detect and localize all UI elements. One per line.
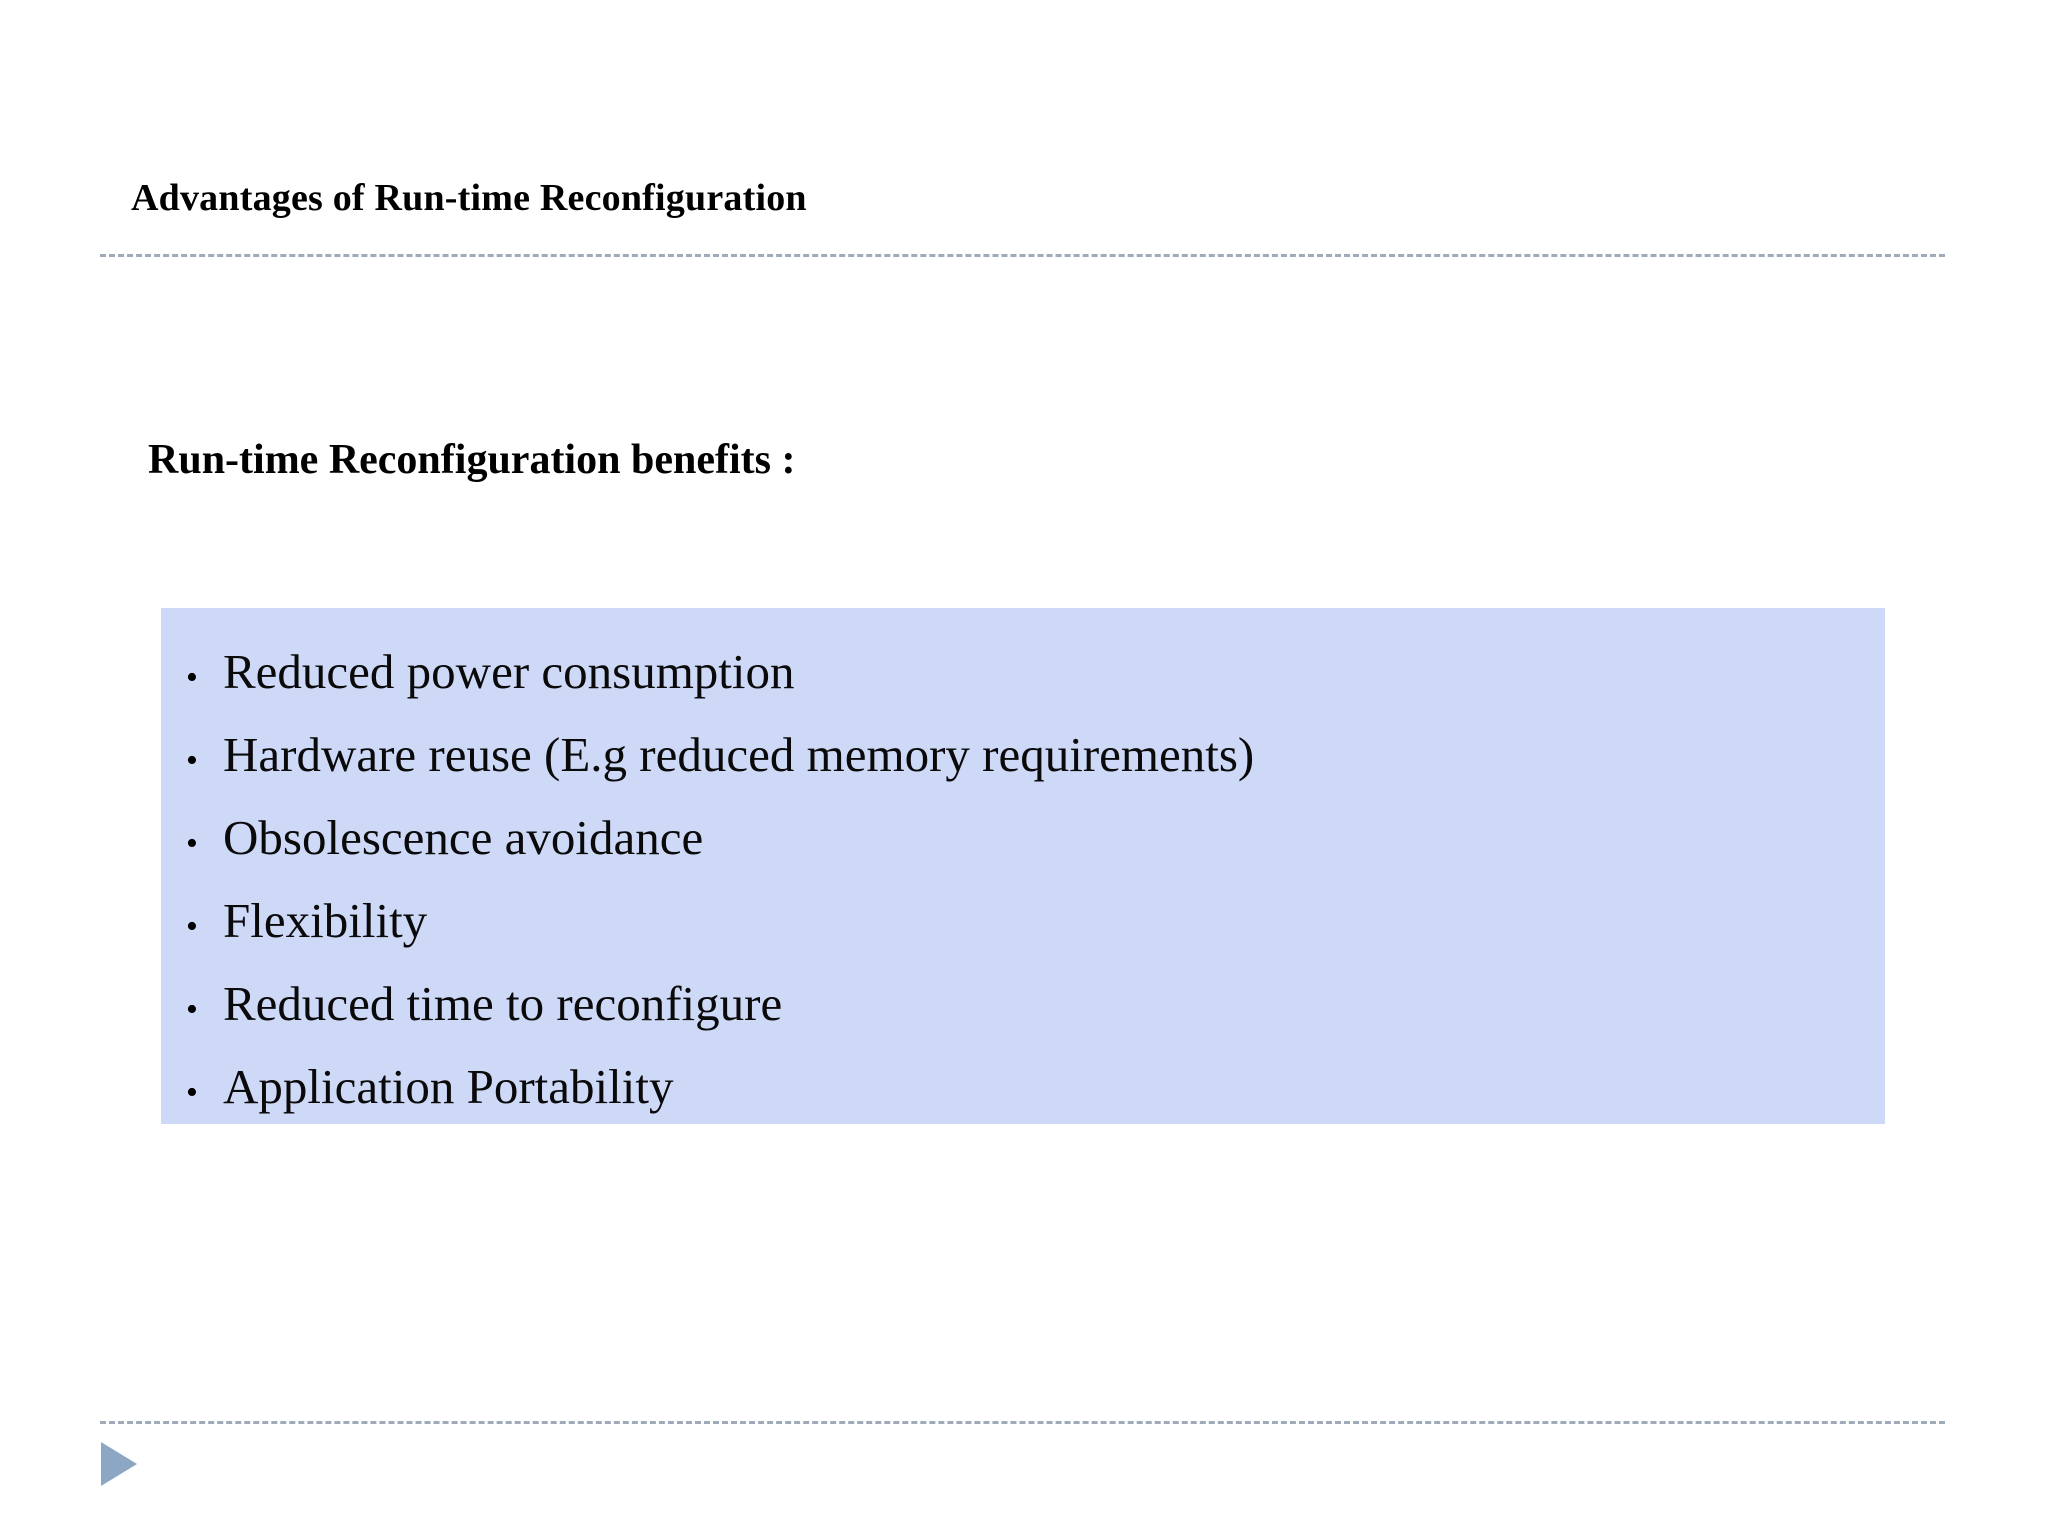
list-item-label: Reduced power consumption: [223, 644, 795, 699]
footer-divider-rule: [100, 1421, 1945, 1424]
next-slide-triangle-icon[interactable]: [101, 1442, 137, 1486]
bullet-icon: •: [186, 908, 198, 945]
list-item-label: Obsolescence avoidance: [223, 810, 704, 865]
title-divider-rule: [100, 254, 1945, 257]
benefits-panel: • Reduced power consumption • Hardware reus…: [161, 608, 1885, 1124]
list-item-label: Reduced time to reconfigure: [223, 976, 783, 1031]
list-item: • Reduced time to reconfigure: [161, 962, 1885, 1045]
list-item: • Flexibility: [161, 879, 1885, 962]
list-item-label: Application Portability: [223, 1059, 674, 1114]
section-subtitle: Run-time Reconfiguration benefits :: [148, 437, 796, 483]
list-item: • Obsolescence avoidance: [161, 796, 1885, 879]
page-title: Advantages of Run-time Reconfiguration: [131, 177, 807, 219]
list-item: • Hardware reuse (E.g reduced memory requ…: [161, 713, 1885, 796]
bullet-icon: •: [186, 742, 198, 779]
bullet-icon: •: [186, 659, 198, 696]
bullet-icon: •: [186, 1074, 198, 1111]
bullet-icon: •: [186, 991, 198, 1028]
list-item-label: Hardware reuse (E.g reduced memory requi…: [223, 727, 1255, 782]
list-item: • Reduced power consumption: [161, 630, 1885, 713]
bullet-icon: •: [186, 825, 198, 862]
list-item-label: Flexibility: [223, 893, 428, 948]
benefits-list: • Reduced power consumption • Hardware reus…: [161, 630, 1885, 1128]
list-item: • Application Portability: [161, 1045, 1885, 1128]
